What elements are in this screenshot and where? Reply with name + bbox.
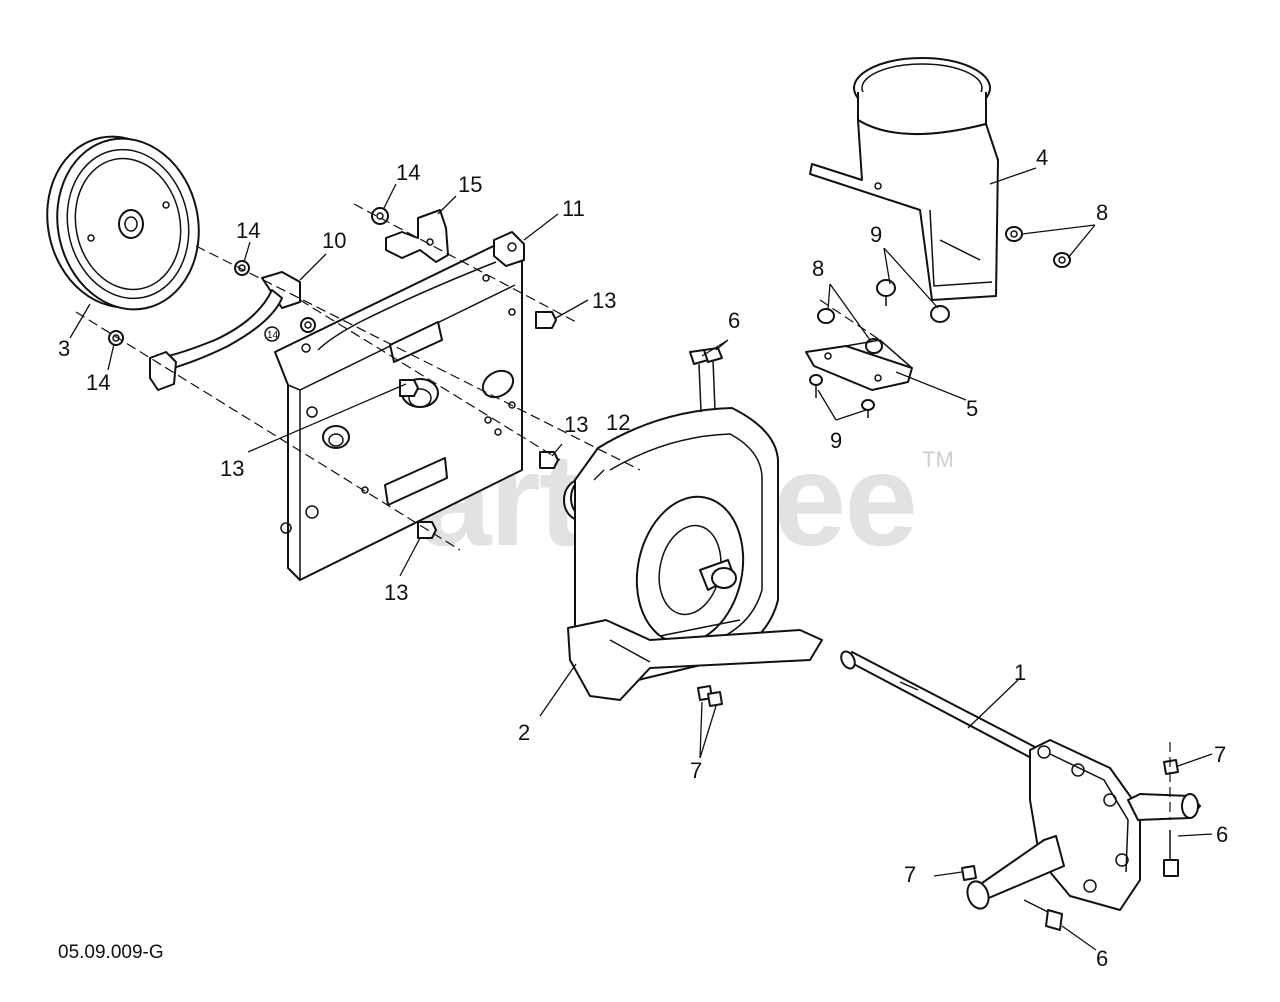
callout-14-top: 14 (396, 160, 420, 185)
part-3-pulley[interactable] (32, 123, 215, 322)
callout-8-chute: 8 (1096, 200, 1108, 225)
screw-6-gearbox-bottom[interactable] (1023, 899, 1063, 931)
callout-14-plate-ring (264, 326, 280, 342)
nut-7-gearbox-left[interactable] (961, 865, 977, 881)
callout-13-left: 13 (220, 456, 244, 481)
nut-8-plate-a[interactable] (817, 308, 835, 324)
leader-lines (69, 167, 1213, 951)
callout-7-housing: 7 (690, 758, 702, 783)
screw-6-gearbox-right[interactable] (1163, 830, 1179, 877)
nut-7-gearbox-top[interactable] (1163, 759, 1179, 775)
part-4-chute[interactable] (809, 57, 999, 301)
callout-11: 11 (562, 196, 585, 221)
callout-6-bottom: 6 (1096, 946, 1108, 971)
callout-5: 5 (966, 396, 978, 421)
callout-14-plate: 14 (267, 330, 279, 341)
callout-13-upper: 13 (592, 288, 616, 313)
callout-14-lower-left: 14 (86, 370, 110, 395)
part-15-clip[interactable] (385, 209, 449, 263)
callout-2: 2 (518, 720, 530, 745)
callout-15: 15 (458, 172, 482, 197)
callout-8-plate: 8 (812, 256, 824, 281)
bolt-13-plate[interactable] (399, 379, 419, 397)
nut-7-housing[interactable] (697, 685, 723, 707)
alignment-lines (75, 203, 1171, 820)
callout-3: 3 (58, 336, 70, 361)
nut-8-chute-a[interactable] (1005, 226, 1023, 242)
nut-14-plate[interactable] (300, 317, 316, 333)
bolt-9-d[interactable] (861, 399, 875, 418)
part-5-plate[interactable] (805, 339, 913, 391)
callout-1: 1 (1014, 660, 1026, 685)
callout-9-lower: 9 (830, 428, 842, 453)
callout-7-gearbox-left: 7 (904, 862, 916, 887)
bolt-13-middle[interactable] (539, 451, 559, 469)
callout-13-bottom: 13 (384, 580, 408, 605)
bolt-9-c[interactable] (809, 374, 823, 398)
callouts: 1 2 3 4 5 6 6 6 7 7 7 8 8 9 9 10 11 12 1… (58, 145, 1228, 971)
part-10-belt-guide[interactable] (149, 271, 301, 391)
nut-14-lower-left[interactable] (108, 330, 124, 346)
screw-6-housing[interactable] (689, 347, 723, 413)
bolt-9-b[interactable] (930, 305, 950, 323)
bolt-9-a[interactable] (876, 279, 896, 306)
part-11-bracket[interactable] (493, 231, 525, 267)
nut-14-top[interactable] (371, 207, 389, 225)
callout-9-upper: 9 (870, 222, 882, 247)
callout-12: 12 (606, 410, 630, 435)
part-2-housing[interactable] (567, 407, 823, 701)
bolt-13-upper[interactable] (535, 311, 557, 329)
callout-7-gearbox-top: 7 (1214, 742, 1226, 767)
nut-14-upper-left[interactable] (234, 260, 250, 276)
callout-13-middle: 13 (564, 412, 588, 437)
control-cable (317, 261, 497, 351)
mounting-plate[interactable] (274, 237, 523, 581)
drawing-code: 05.09.009-G (58, 942, 164, 963)
callout-6-right: 6 (1216, 822, 1228, 847)
part-1-shaft-gearbox[interactable] (838, 649, 1201, 911)
callout-10: 10 (322, 228, 346, 253)
nut-8-chute-b[interactable] (1053, 252, 1071, 268)
callout-6-top: 6 (728, 308, 740, 333)
trademark-mark: TM (922, 447, 954, 472)
callout-14-upper-left: 14 (236, 218, 260, 243)
callout-4: 4 (1036, 145, 1048, 170)
